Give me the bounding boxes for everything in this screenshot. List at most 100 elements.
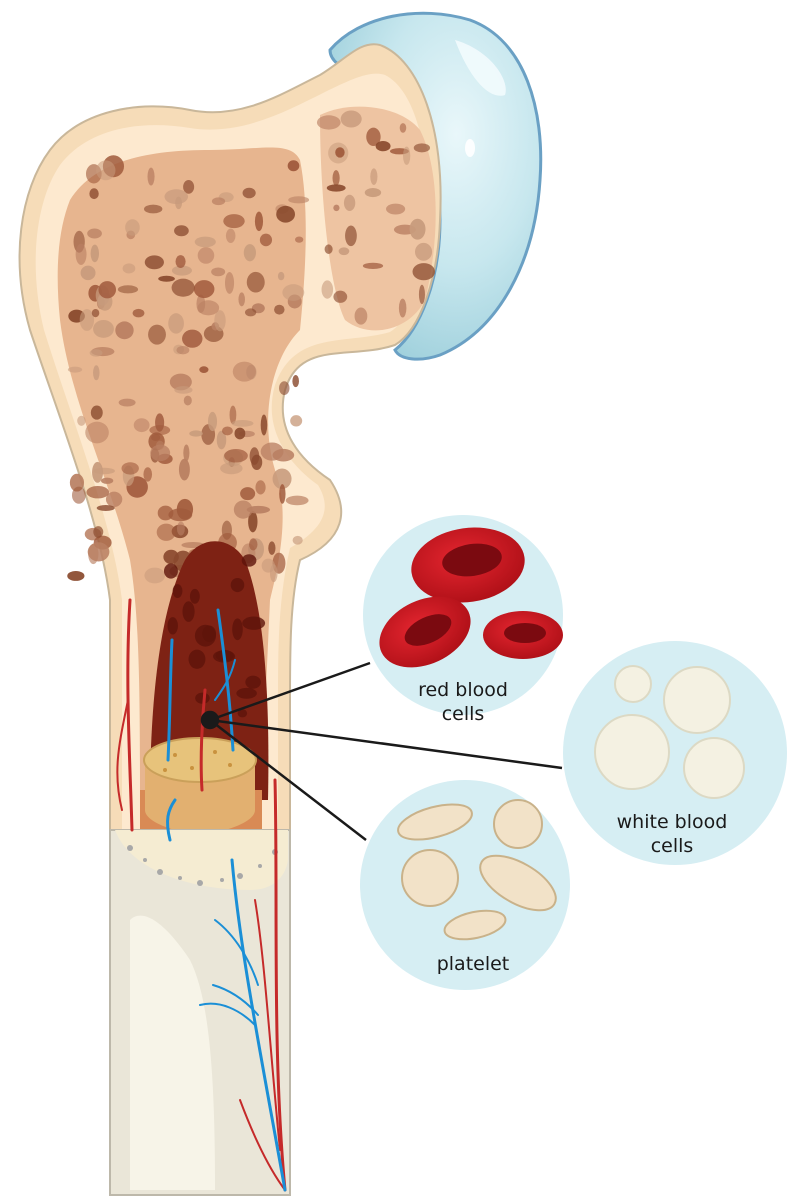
trabecular-hole bbox=[158, 275, 175, 282]
trabecular-hole bbox=[194, 236, 216, 248]
trabecular-hole bbox=[147, 167, 155, 186]
trabecular-hole bbox=[148, 324, 166, 345]
trabecular-hole bbox=[282, 284, 305, 301]
trabecular-hole bbox=[168, 313, 184, 334]
trabecular-hole bbox=[249, 538, 258, 551]
label-line: red blood bbox=[418, 679, 508, 701]
trabecular-hole bbox=[125, 219, 140, 236]
trabecular-hole bbox=[214, 310, 226, 332]
trabecular-hole bbox=[79, 309, 95, 331]
trabecular-hole bbox=[91, 308, 100, 318]
trabecular-hole bbox=[316, 115, 341, 130]
callout-white-blood-cells bbox=[563, 641, 787, 865]
marrow-spot bbox=[182, 601, 195, 622]
trabecular-hole bbox=[340, 110, 362, 128]
trabecular-hole bbox=[174, 386, 193, 394]
trabecular-hole bbox=[211, 267, 226, 277]
trabecular-hole bbox=[89, 188, 99, 200]
trabecular-hole bbox=[92, 461, 104, 483]
trabecular-hole bbox=[199, 366, 209, 374]
trabecular-hole bbox=[225, 228, 236, 244]
trabecular-hole bbox=[279, 381, 290, 395]
trabecular-hole bbox=[176, 345, 190, 355]
trabecular-hole bbox=[87, 228, 102, 239]
trabecular-hole bbox=[412, 263, 435, 281]
trabecular-hole bbox=[364, 188, 382, 198]
trabecular-hole bbox=[156, 523, 176, 541]
marrow-spot bbox=[195, 692, 210, 704]
trabecular-hole bbox=[295, 236, 304, 243]
trabecular-hole bbox=[164, 189, 189, 205]
trabecular-hole bbox=[67, 570, 85, 581]
marrow-spot bbox=[241, 554, 257, 567]
trabecular-hole bbox=[175, 255, 186, 268]
trabecular-hole bbox=[276, 205, 296, 223]
red-blood-cell bbox=[483, 611, 563, 659]
trabecular-hole bbox=[67, 366, 83, 373]
trabecular-hole bbox=[143, 467, 153, 482]
trabecular-hole bbox=[207, 411, 218, 432]
platelet-cell bbox=[401, 849, 459, 907]
trabecular-hole bbox=[224, 272, 235, 294]
trabecular-hole bbox=[409, 218, 426, 240]
trabecular-hole bbox=[105, 491, 123, 508]
label-platelet: platelet bbox=[436, 953, 510, 975]
trabecular-hole bbox=[178, 458, 190, 481]
trabecular-hole bbox=[414, 242, 433, 261]
marrow-spot bbox=[236, 687, 257, 699]
trabecular-hole bbox=[71, 486, 86, 504]
white-blood-cell bbox=[663, 666, 731, 734]
marrow-spot bbox=[188, 649, 206, 669]
trabecular-hole bbox=[398, 298, 407, 318]
pointer-platelet bbox=[209, 719, 367, 841]
marrow-spot bbox=[232, 618, 243, 641]
trabecular-hole bbox=[189, 430, 203, 437]
platelet-cell bbox=[493, 799, 543, 849]
trabecular-hole bbox=[260, 442, 284, 461]
trabecular-hole bbox=[171, 278, 195, 297]
marrow-spot bbox=[242, 616, 266, 630]
white-blood-cells-group bbox=[594, 665, 745, 799]
platelet-cell bbox=[443, 909, 507, 941]
trabecular-hole bbox=[243, 244, 256, 262]
callout-pointers bbox=[200, 661, 563, 841]
trabecular-hole bbox=[246, 505, 271, 514]
marrow-spot bbox=[172, 584, 183, 598]
marrow-spot bbox=[167, 617, 178, 635]
trabecular-hole bbox=[117, 285, 139, 294]
trabecular-hole bbox=[277, 271, 285, 281]
trabecular-hole bbox=[333, 290, 348, 303]
red-blood-cell bbox=[411, 527, 525, 603]
trabecular-hole bbox=[288, 196, 310, 204]
trabecular-hole bbox=[86, 485, 110, 499]
trabecular-hole bbox=[244, 308, 257, 317]
trabecular-hole bbox=[133, 418, 150, 433]
platelet-cell bbox=[397, 803, 473, 841]
trabecular-hole bbox=[122, 263, 136, 274]
trabecular-hole bbox=[168, 508, 193, 522]
trabecular-hole bbox=[87, 542, 110, 562]
white-blood-cell bbox=[683, 737, 745, 799]
trabecular-hole bbox=[260, 414, 268, 436]
trabecular-hole bbox=[246, 271, 265, 293]
marrow-spot bbox=[202, 625, 217, 643]
trabecular-hole bbox=[216, 430, 227, 450]
trabecular-hole bbox=[223, 214, 245, 229]
pointer-origin-dot bbox=[200, 710, 220, 730]
trabecular-hole bbox=[193, 280, 215, 299]
trabecular-hole bbox=[182, 329, 203, 348]
trabecular-hole bbox=[321, 280, 334, 299]
trabecular-hole bbox=[144, 567, 166, 584]
trabecular-hole bbox=[211, 197, 226, 206]
trabecular-hole bbox=[93, 365, 100, 381]
trabecular-hole bbox=[402, 146, 411, 165]
white-blood-cell bbox=[594, 714, 670, 790]
trabecular-hole bbox=[386, 203, 406, 215]
trabecular-hole bbox=[85, 421, 109, 444]
trabecular-hole bbox=[144, 204, 163, 214]
trabecular-hole bbox=[115, 321, 134, 340]
trabecular-hole bbox=[221, 426, 233, 436]
trabecular-hole bbox=[90, 405, 103, 420]
trabecular-hole bbox=[197, 300, 220, 316]
